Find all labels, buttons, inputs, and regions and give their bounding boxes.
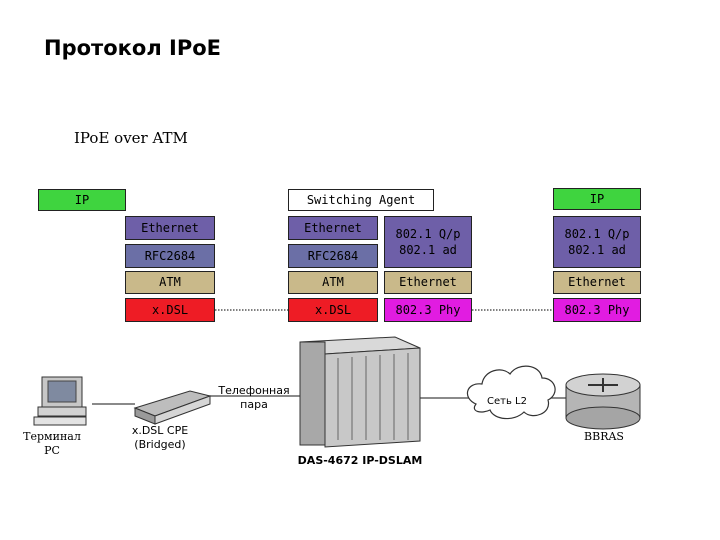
cpe-ethernet-box: Ethernet (125, 216, 215, 240)
bras-eth-box: Ethernet (553, 271, 641, 294)
right-ip-box: IP (553, 188, 641, 210)
dslam-xdsl-box: x.DSL (288, 298, 378, 322)
diagram-subtitle: IPoE over ATM (74, 129, 188, 147)
modem-icon (133, 390, 212, 425)
switching-agent-box: Switching Agent (288, 189, 434, 211)
phone-pair-label: Телефонная пара (218, 384, 290, 411)
cpe-rfc2684-box: RFC2684 (125, 244, 215, 268)
dslam-eth-box: Ethernet (384, 271, 472, 294)
bras-label: BBRAS (584, 430, 624, 443)
dslam-rfc2684-box: RFC2684 (288, 244, 378, 268)
bras-vlan-box: 802.1 Q/p 802.1 ad (553, 216, 641, 268)
left-ip-box: IP (38, 189, 126, 211)
cpe-xdsl-box: x.DSL (125, 298, 215, 322)
dslam-phy-box: 802.3 Phy (384, 298, 472, 322)
pc-label: Терминал PC (23, 430, 81, 457)
bras-phy-box: 802.3 Phy (553, 298, 641, 322)
l2-network-cloud-icon (466, 365, 556, 420)
dslam-atm-box: ATM (288, 271, 378, 294)
dslam-chassis-icon (299, 336, 421, 448)
dslam-ethernet-box: Ethernet (288, 216, 378, 240)
dslam-vlan-box: 802.1 Q/p 802.1 ad (384, 216, 472, 268)
page-title: Протокол IPoE (44, 36, 221, 60)
cpe-atm-box: ATM (125, 271, 215, 294)
cpe-label: x.DSL CPE (Bridged) (131, 424, 189, 451)
cloud-label: Сеть L2 (487, 396, 527, 407)
bras-router-icon (565, 373, 641, 430)
dslam-label: DAS-4672 IP-DSLAM (297, 454, 423, 467)
pc-icon (33, 376, 87, 426)
